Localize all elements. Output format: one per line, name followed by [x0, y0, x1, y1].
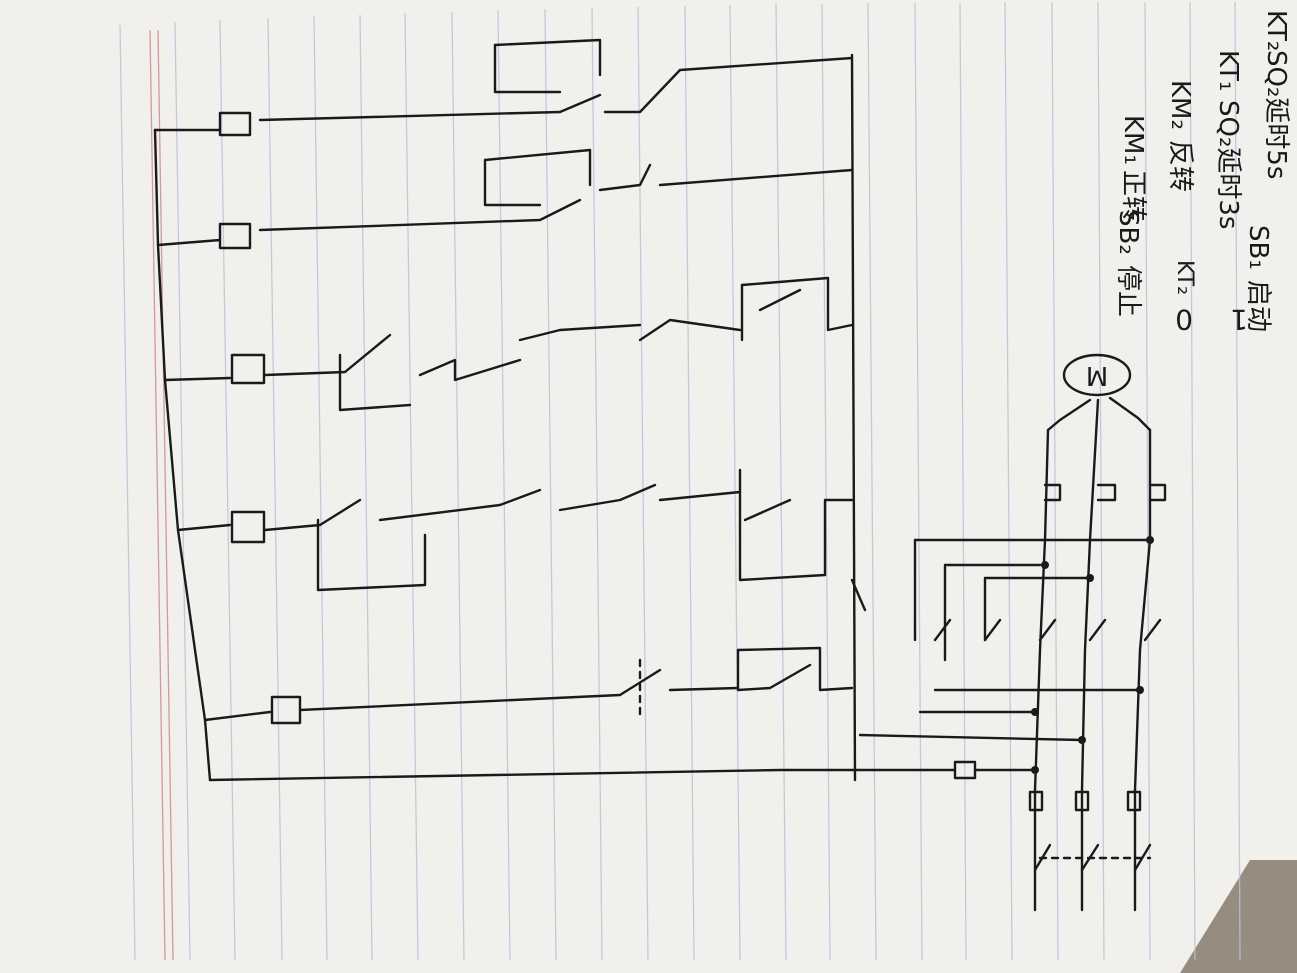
legend-km1-code: KM₁ — [1118, 115, 1148, 165]
legend-kt1-code: KT₁ — [1213, 50, 1243, 91]
legend-column: KT₂ SQ₂延时5s KT₁ SQ₂延时3s KM₂ 反转 KM₁ 正转 SB… — [1113, 10, 1291, 336]
legend-sb2-code: SB₂ — [1113, 210, 1143, 255]
legend-km2-code: KM₂ — [1165, 80, 1195, 130]
legend: KT₂ — [1172, 260, 1197, 295]
legend-one: 1 — [1230, 303, 1248, 336]
legend-zero: 0 — [1175, 303, 1193, 336]
legend-sb1-code: SB₁ — [1243, 225, 1273, 270]
main-circuit — [858, 396, 1167, 912]
motor-label: M — [1086, 360, 1108, 390]
legend-sb1-desc: 启动 — [1243, 280, 1273, 332]
legend-kt2-code: KT₂ — [1261, 10, 1291, 51]
legend-km2-desc: 反转 — [1165, 140, 1195, 192]
ruled-lines — [119, 1, 1241, 961]
margin-lines — [149, 29, 174, 961]
control-circuit — [153, 38, 957, 782]
legend-kt1-desc: SQ₂延时3s — [1213, 100, 1243, 229]
legend-item-1-code: KT₂ — [1172, 260, 1197, 295]
junction-dots — [1031, 536, 1154, 774]
legend-km1-desc: 正转 — [1118, 170, 1148, 222]
legend-kt2-desc: SQ₂延时5s — [1261, 50, 1291, 179]
paper-shadow — [1180, 860, 1297, 973]
legend-sb2-desc: 停止 — [1113, 265, 1143, 317]
motor-symbol — [1062, 353, 1132, 397]
